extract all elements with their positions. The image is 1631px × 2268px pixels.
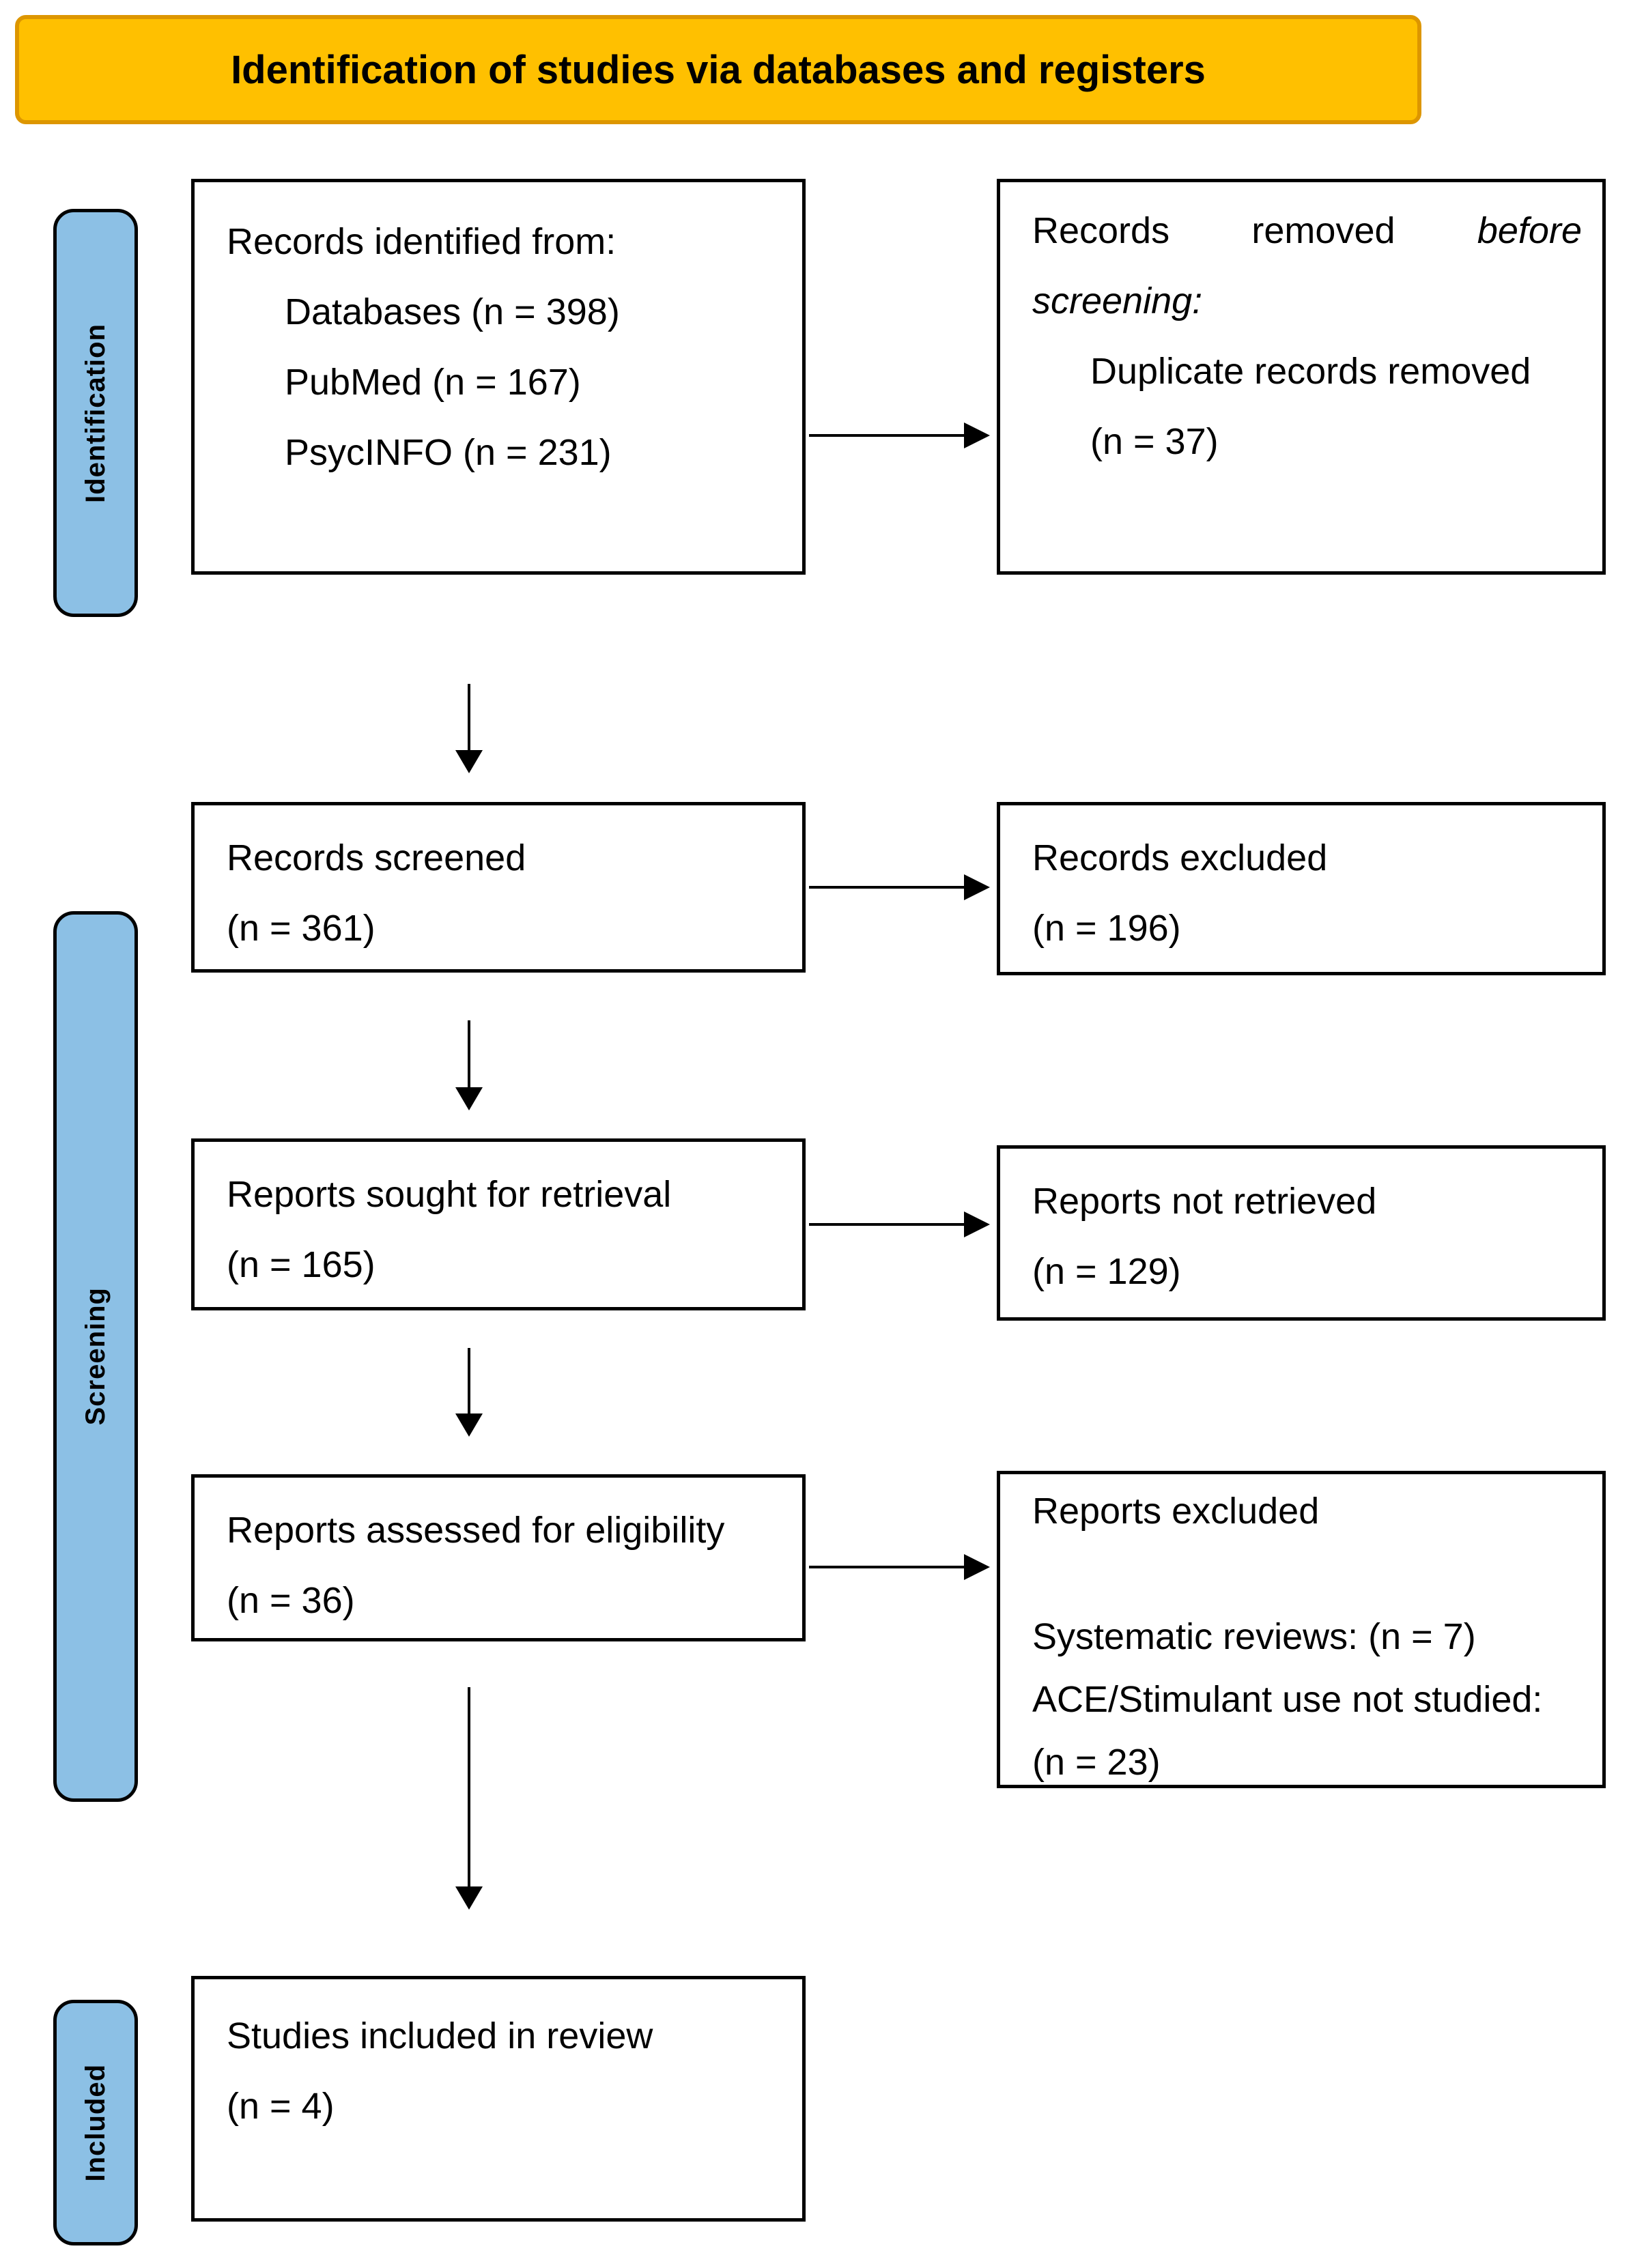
box-line: (n = 129) [1032, 1251, 1181, 1292]
stage-label-identification: Identification [80, 323, 111, 503]
box-records-excluded: Records excluded (n = 196) [997, 802, 1606, 975]
exclusion-reason: ACE/Stimulant use not studied: (n = 23) [1032, 1679, 1543, 1783]
right-arrowhead-icon [964, 1554, 990, 1580]
down-arrow-assessed-to-included [468, 1687, 470, 1888]
spacer [1032, 1542, 1582, 1605]
box-line: (n = 4) [227, 2086, 335, 2127]
down-arrowhead-icon [455, 750, 483, 773]
box-reports-excluded-title: Reports excluded [1032, 1491, 1320, 1532]
stage-label-screening: Screening [80, 1287, 111, 1426]
box-records-identified-title: Records identified from: [227, 221, 616, 262]
down-arrow-identified-to-screened [468, 684, 470, 752]
stage-bar-included: Included [53, 2000, 138, 2245]
right-arrow-identified-to-removed [809, 434, 966, 437]
box-line: (n = 36) [227, 1580, 355, 1621]
down-arrowhead-icon [455, 1413, 483, 1437]
box-line: (n = 165) [227, 1244, 375, 1285]
box-line: Reports assessed for eligibility [227, 1510, 725, 1551]
exclusion-reason: Systematic reviews: (n = 7) [1032, 1616, 1476, 1657]
down-arrowhead-icon [455, 1087, 483, 1110]
header-banner: Identification of studies via databases … [15, 15, 1421, 124]
right-arrowhead-icon [964, 1211, 990, 1237]
box-records-identified-item: PsycINFO (n = 231) [285, 432, 612, 473]
stage-bar-identification: Identification [53, 209, 138, 617]
box-records-removed-title-line2: screening: [1032, 281, 1203, 321]
box-reports-sought: Reports sought for retrieval (n = 165) [191, 1138, 806, 1310]
right-arrowhead-icon [964, 422, 990, 448]
box-records-identified-item: Databases (n = 398) [285, 291, 620, 332]
box-line: Records excluded [1032, 837, 1328, 878]
word: removed [1251, 210, 1395, 251]
stage-label-included: Included [80, 2063, 111, 2182]
box-records-removed-item: (n = 37) [1090, 421, 1219, 462]
word: Records [1032, 210, 1170, 251]
box-records-removed-title-line1: Records removed before [1032, 196, 1582, 266]
box-line: (n = 361) [227, 908, 375, 949]
box-line: Reports not retrieved [1032, 1181, 1377, 1222]
box-reports-assessed: Reports assessed for eligibility (n = 36… [191, 1474, 806, 1641]
box-line: Records screened [227, 837, 526, 878]
right-arrow-assessed-to-excluded [809, 1566, 966, 1568]
header-title: Identification of studies via databases … [231, 47, 1206, 92]
down-arrow-screened-to-sought [468, 1020, 470, 1089]
box-records-identified-item: PubMed (n = 167) [285, 362, 581, 403]
box-reports-not-retrieved: Reports not retrieved (n = 129) [997, 1145, 1606, 1321]
right-arrow-screened-to-excluded [809, 886, 966, 889]
box-line: (n = 196) [1032, 908, 1181, 949]
box-records-screened: Records screened (n = 361) [191, 802, 806, 973]
box-studies-included: Studies included in review (n = 4) [191, 1976, 806, 2222]
box-records-removed: Records removed before screening: Duplic… [997, 179, 1606, 575]
box-records-identified: Records identified from: Databases (n = … [191, 179, 806, 575]
stage-bar-screening: Screening [53, 911, 138, 1802]
down-arrowhead-icon [455, 1886, 483, 1910]
box-records-removed-item: Duplicate records removed [1090, 351, 1531, 392]
box-line: Studies included in review [227, 2015, 653, 2056]
word-italic: before [1477, 210, 1582, 251]
right-arrowhead-icon [964, 874, 990, 900]
box-line: Reports sought for retrieval [227, 1174, 672, 1215]
box-reports-excluded: Reports excluded Systematic reviews: (n … [997, 1471, 1606, 1788]
right-arrow-sought-to-notretrieved [809, 1223, 966, 1226]
down-arrow-sought-to-assessed [468, 1348, 470, 1415]
